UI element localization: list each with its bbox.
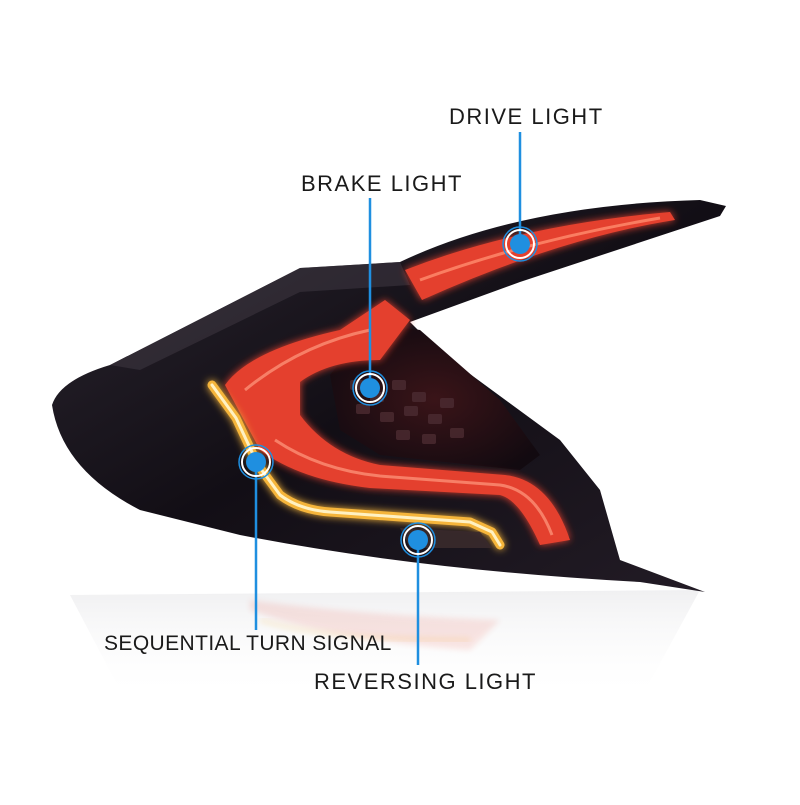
- callout-lines: [254, 132, 522, 665]
- upper-fin-edge: [110, 262, 410, 370]
- reflection-red-streak: [250, 600, 500, 650]
- brake-light-label: BRAKE LIGHT: [301, 171, 463, 196]
- drive-light-strip: [405, 212, 675, 300]
- drive-light-label: DRIVE LIGHT: [449, 104, 604, 129]
- led-matrix: [350, 380, 464, 444]
- target-dot-icon: [400, 522, 436, 558]
- brake-light-core: [244, 328, 554, 536]
- inner-cavity: [330, 328, 540, 470]
- turn-signal-core: [210, 383, 502, 547]
- target-dot-icon: [352, 370, 388, 406]
- drive-light-core: [419, 216, 661, 282]
- target-dot-icon: [502, 226, 538, 262]
- sequential-turn-signal-label: SEQUENTIAL TURN SIGNAL: [104, 632, 392, 655]
- reflection-amber-streak: [259, 618, 471, 642]
- floor-reflection: [70, 590, 700, 700]
- target-dot-icon: [238, 444, 274, 480]
- reversing-light-label: REVERSING LIGHT: [314, 669, 537, 694]
